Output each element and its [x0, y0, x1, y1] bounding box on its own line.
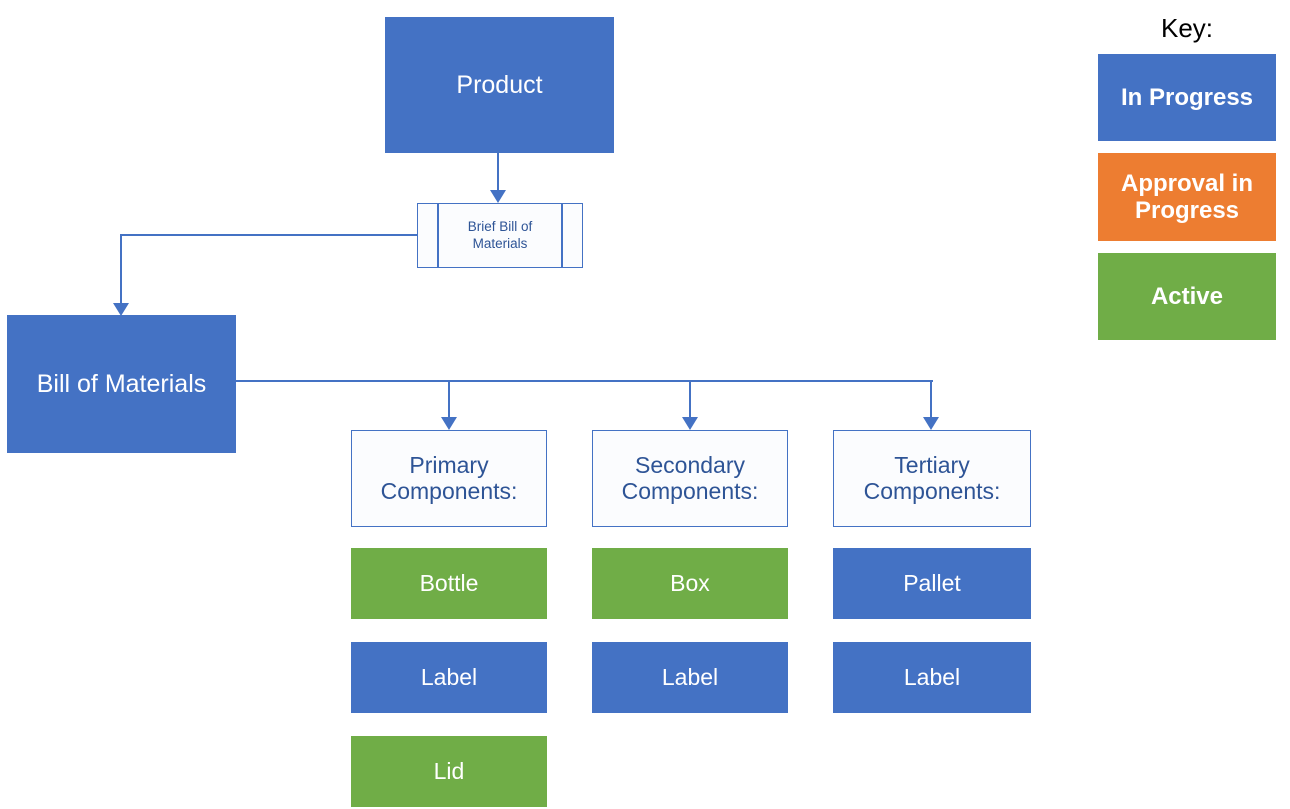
arrowhead-to-secondary-components — [682, 417, 698, 430]
node-product-label: Product — [456, 71, 543, 99]
connector-product-to-brief-bom — [497, 153, 500, 193]
node-secondary-item-box-label: Box — [670, 569, 710, 596]
node-secondary-components-header-label: Secondary Components: — [621, 451, 759, 504]
connector-bom-bus-horizontal — [235, 380, 933, 383]
key-entry-active[interactable]: Active — [1098, 253, 1276, 340]
node-tertiary-item-pallet-label: Pallet — [903, 569, 961, 596]
node-secondary-item-box[interactable]: Box — [592, 548, 788, 619]
node-tertiary-components-header[interactable]: Tertiary Components: — [833, 430, 1031, 527]
node-bill-of-materials[interactable]: Bill of Materials — [7, 315, 236, 453]
node-primary-item-label[interactable]: Label — [351, 642, 547, 713]
arrowhead-to-primary-components — [441, 417, 457, 430]
connector-bus-drop-secondary — [689, 380, 692, 420]
node-product[interactable]: Product — [385, 17, 614, 153]
connector-bus-drop-tertiary — [930, 380, 933, 420]
arrowhead-brief-bom-to-bom — [113, 303, 129, 316]
node-bill-of-materials-label: Bill of Materials — [36, 370, 207, 398]
key-entry-active-label: Active — [1150, 282, 1224, 310]
node-brief-bill-of-materials-label: Brief Bill of Materials — [467, 219, 533, 251]
key-entry-approval-in-progress[interactable]: Approval in Progress — [1098, 153, 1276, 241]
node-primary-item-bottle[interactable]: Bottle — [351, 548, 547, 619]
node-primary-components-header[interactable]: Primary Components: — [351, 430, 547, 527]
node-tertiary-item-label-text: Label — [903, 663, 961, 690]
key-title: Key: — [1098, 13, 1276, 44]
arrowhead-to-tertiary-components — [923, 417, 939, 430]
node-tertiary-components-header-label: Tertiary Components: — [863, 451, 1001, 504]
panel-divider-right — [561, 204, 563, 267]
node-secondary-item-label-text: Label — [661, 663, 719, 690]
node-secondary-item-label[interactable]: Label — [592, 642, 788, 713]
connector-brief-bom-vertical — [120, 234, 123, 306]
key-entry-in-progress-label: In Progress — [1120, 83, 1254, 111]
node-primary-item-bottle-label: Bottle — [419, 569, 479, 596]
node-secondary-components-header[interactable]: Secondary Components: — [592, 430, 788, 527]
key-entry-approval-in-progress-label: Approval in Progress — [1120, 169, 1253, 224]
node-tertiary-item-label[interactable]: Label — [833, 642, 1031, 713]
node-primary-item-lid-label: Lid — [433, 757, 465, 784]
node-tertiary-item-pallet[interactable]: Pallet — [833, 548, 1031, 619]
node-primary-components-header-label: Primary Components: — [380, 451, 518, 504]
connector-brief-bom-horizontal — [120, 234, 418, 237]
key-title-label: Key: — [1160, 13, 1214, 43]
connector-bus-drop-primary — [448, 380, 451, 420]
node-primary-item-lid[interactable]: Lid — [351, 736, 547, 807]
node-brief-bill-of-materials[interactable]: Brief Bill of Materials — [417, 203, 583, 268]
key-entry-in-progress[interactable]: In Progress — [1098, 54, 1276, 141]
panel-divider-left — [437, 204, 439, 267]
node-primary-item-label-text: Label — [420, 663, 478, 690]
arrowhead-product-to-brief-bom — [490, 190, 506, 203]
